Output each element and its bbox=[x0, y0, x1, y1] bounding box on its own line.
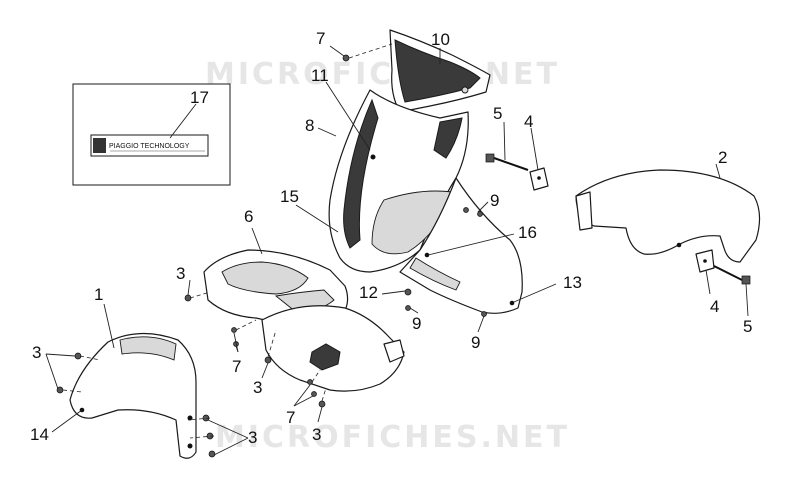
label-5a: 5 bbox=[493, 104, 502, 123]
part-4-clip-lower bbox=[695, 249, 715, 273]
part-10-upper-cover bbox=[389, 29, 491, 113]
label-4b: 4 bbox=[710, 297, 719, 316]
part-2-rear-mudguard bbox=[575, 169, 761, 263]
label-5b: 5 bbox=[743, 317, 752, 336]
screws bbox=[56, 54, 487, 458]
label-1: 1 bbox=[94, 285, 103, 304]
part-labels: 1 2 3 3 3 3 3 4 4 5 5 6 7 7 7 8 9 9 9 10… bbox=[30, 29, 752, 447]
label-7b: 7 bbox=[232, 357, 241, 376]
leader-lines bbox=[45, 45, 749, 456]
label-9c: 9 bbox=[471, 333, 480, 352]
label-8: 8 bbox=[305, 116, 314, 135]
label-9b: 9 bbox=[412, 314, 421, 333]
label-3c: 3 bbox=[253, 378, 262, 397]
label-11: 11 bbox=[311, 66, 329, 85]
label-16: 16 bbox=[518, 223, 537, 242]
label-3d: 3 bbox=[248, 428, 257, 447]
label-9a: 9 bbox=[490, 191, 499, 210]
part-11-front-shield bbox=[328, 89, 469, 273]
part-6-lower-body bbox=[261, 305, 405, 392]
fastening-lines bbox=[62, 43, 393, 439]
label-17: 17 bbox=[190, 88, 209, 107]
watermark-bottom: MICROFICHES.NET bbox=[215, 420, 570, 455]
label-3b: 3 bbox=[32, 343, 41, 362]
label-10: 10 bbox=[431, 30, 450, 49]
part-5-bolt-lower bbox=[713, 265, 751, 285]
sticker-text: PIAGGIO TECHNOLOGY bbox=[109, 143, 190, 150]
label-3e: 3 bbox=[312, 425, 321, 444]
sticker-box: PIAGGIO TECHNOLOGY bbox=[72, 83, 231, 186]
label-13: 13 bbox=[563, 273, 582, 292]
label-7a: 7 bbox=[316, 29, 325, 48]
part-4-clip-upper bbox=[529, 167, 549, 191]
part-5-bolt-upper bbox=[485, 153, 529, 171]
label-6: 6 bbox=[244, 207, 253, 226]
label-2: 2 bbox=[718, 148, 727, 167]
label-7c: 7 bbox=[286, 408, 295, 427]
part-16-side-panel bbox=[399, 177, 523, 314]
part-1-front-mudguard bbox=[69, 332, 197, 459]
label-14: 14 bbox=[30, 425, 49, 444]
watermark-top: MICROFICHES.NET bbox=[205, 57, 560, 92]
label-12: 12 bbox=[359, 283, 378, 302]
label-3a: 3 bbox=[176, 264, 185, 283]
label-15: 15 bbox=[280, 187, 299, 206]
label-4a: 4 bbox=[524, 112, 533, 131]
